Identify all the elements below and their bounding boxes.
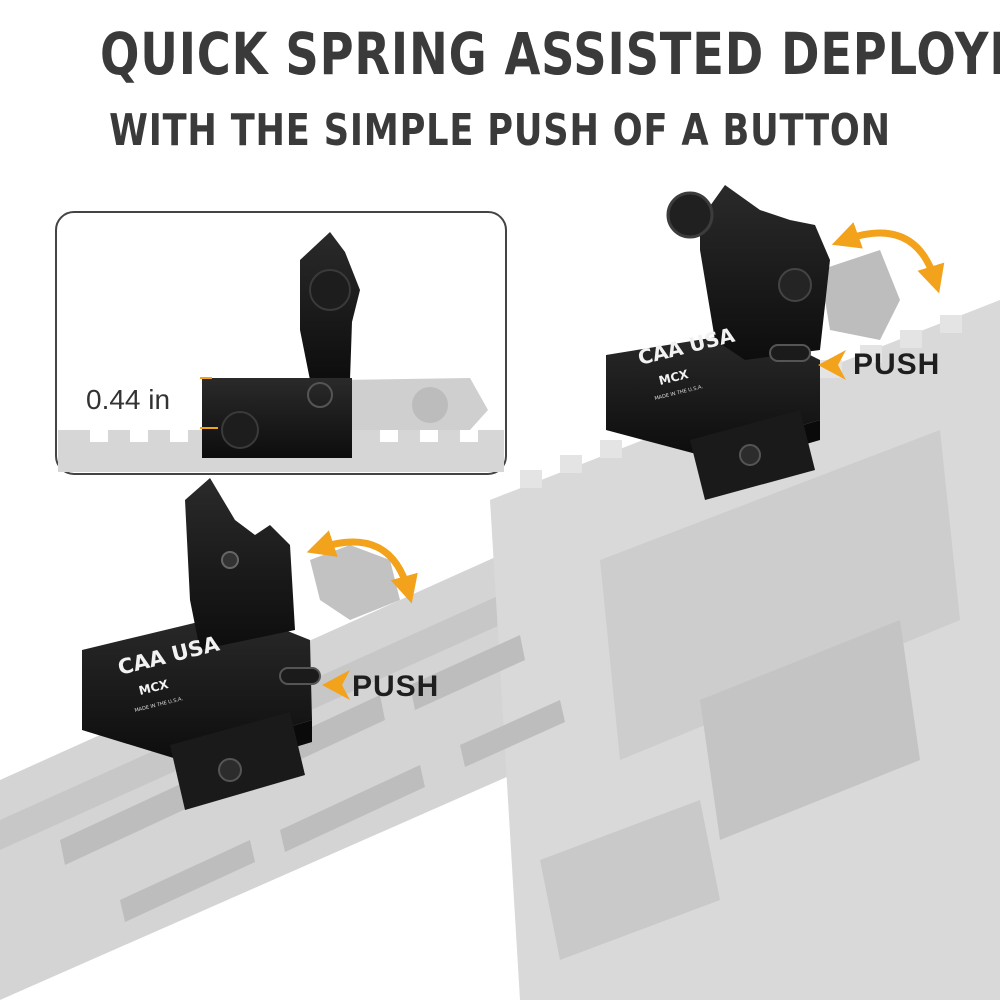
pivot-arrow-icon (306, 530, 418, 604)
headline-title: QUICK SPRING ASSISTED DEPLOYMENT (100, 20, 1000, 88)
rifle-rail (0, 300, 1000, 1000)
pivot-arrow-icon (831, 222, 945, 294)
headline-subtitle: WITH THE SIMPLE PUSH OF A BUTTON (109, 105, 891, 156)
push-arrow-icon (818, 350, 846, 380)
push-arrow-icon (322, 670, 350, 700)
rear-sight: CAA USA MCX MADE IN THE U.S.A. (606, 185, 900, 500)
rear-push-label: PUSH (853, 348, 941, 381)
front-push-label: PUSH (352, 670, 440, 703)
dimension-label: 0.44 in (86, 384, 171, 415)
inset-panel (55, 211, 507, 475)
